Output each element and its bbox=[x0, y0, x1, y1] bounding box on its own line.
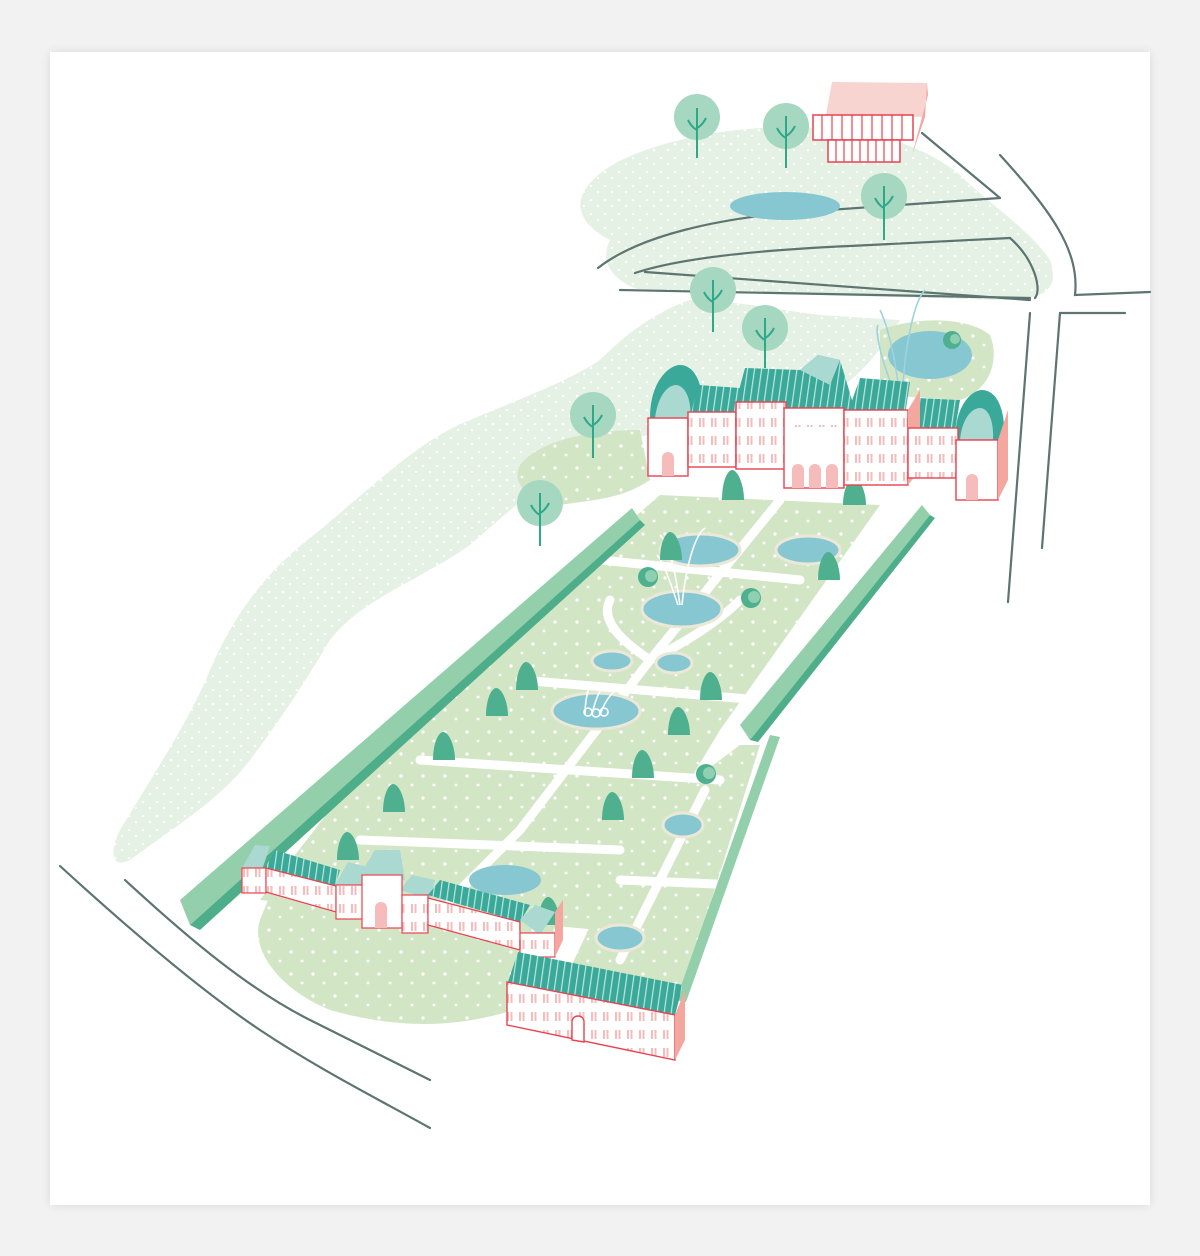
roof-west-pavilion bbox=[735, 368, 800, 407]
fountain-main-jet bbox=[656, 527, 706, 606]
road-north-lower bbox=[633, 236, 1012, 275]
modern-pavilion bbox=[812, 82, 928, 163]
road-southwest-inner bbox=[123, 878, 432, 1082]
roof-east-pavilion bbox=[848, 378, 910, 415]
hedges bbox=[180, 505, 935, 1002]
south-wing bbox=[241, 845, 563, 958]
hedge-east-upper bbox=[740, 505, 930, 740]
pond-basin bbox=[550, 691, 642, 731]
orangery-roof bbox=[508, 952, 683, 1015]
pond-main-fountain bbox=[640, 589, 724, 629]
tree-icon bbox=[517, 480, 563, 546]
basin-spray bbox=[583, 684, 615, 718]
trees bbox=[517, 94, 907, 546]
topiary-cone bbox=[337, 470, 866, 925]
hedge-west bbox=[180, 508, 640, 925]
tree-icon bbox=[763, 103, 809, 168]
road-east-diagonal-a bbox=[920, 131, 1002, 200]
tree-icon bbox=[690, 267, 736, 332]
south-wing-roof-west bbox=[265, 850, 340, 886]
tree-icon bbox=[742, 305, 788, 368]
hedge-east-lower bbox=[676, 735, 780, 1002]
tree-icon bbox=[674, 94, 720, 158]
roads bbox=[58, 131, 1152, 1130]
main-palace bbox=[647, 355, 1008, 501]
lake bbox=[730, 192, 840, 220]
tree-icon bbox=[861, 173, 907, 240]
topiaries bbox=[337, 331, 961, 925]
road-east-diagonal-b bbox=[998, 153, 1152, 297]
road-cross bbox=[618, 288, 1032, 300]
tree-icon bbox=[570, 392, 616, 458]
orangery bbox=[506, 952, 685, 1061]
roof-east-wing bbox=[910, 398, 960, 430]
road-southwest-outer bbox=[58, 864, 432, 1130]
roof-west-wing bbox=[690, 385, 740, 420]
south-wing-entrance bbox=[361, 874, 403, 929]
topiary-ball bbox=[638, 331, 961, 784]
south-wing-roof-east bbox=[428, 880, 530, 922]
path-central bbox=[445, 495, 785, 905]
